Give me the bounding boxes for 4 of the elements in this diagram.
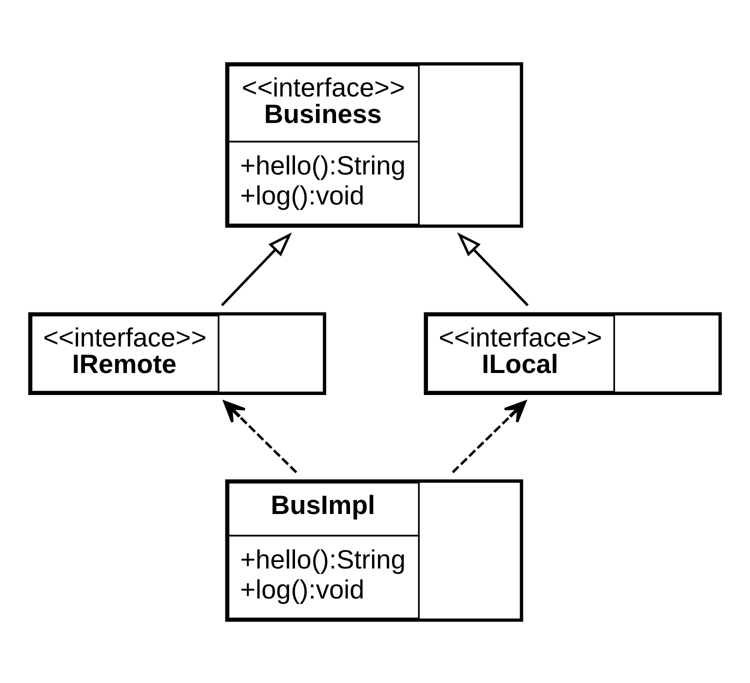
arrow — [457, 232, 529, 306]
arrow — [452, 400, 526, 473]
arrow — [223, 400, 298, 473]
arrow — [220, 232, 292, 306]
